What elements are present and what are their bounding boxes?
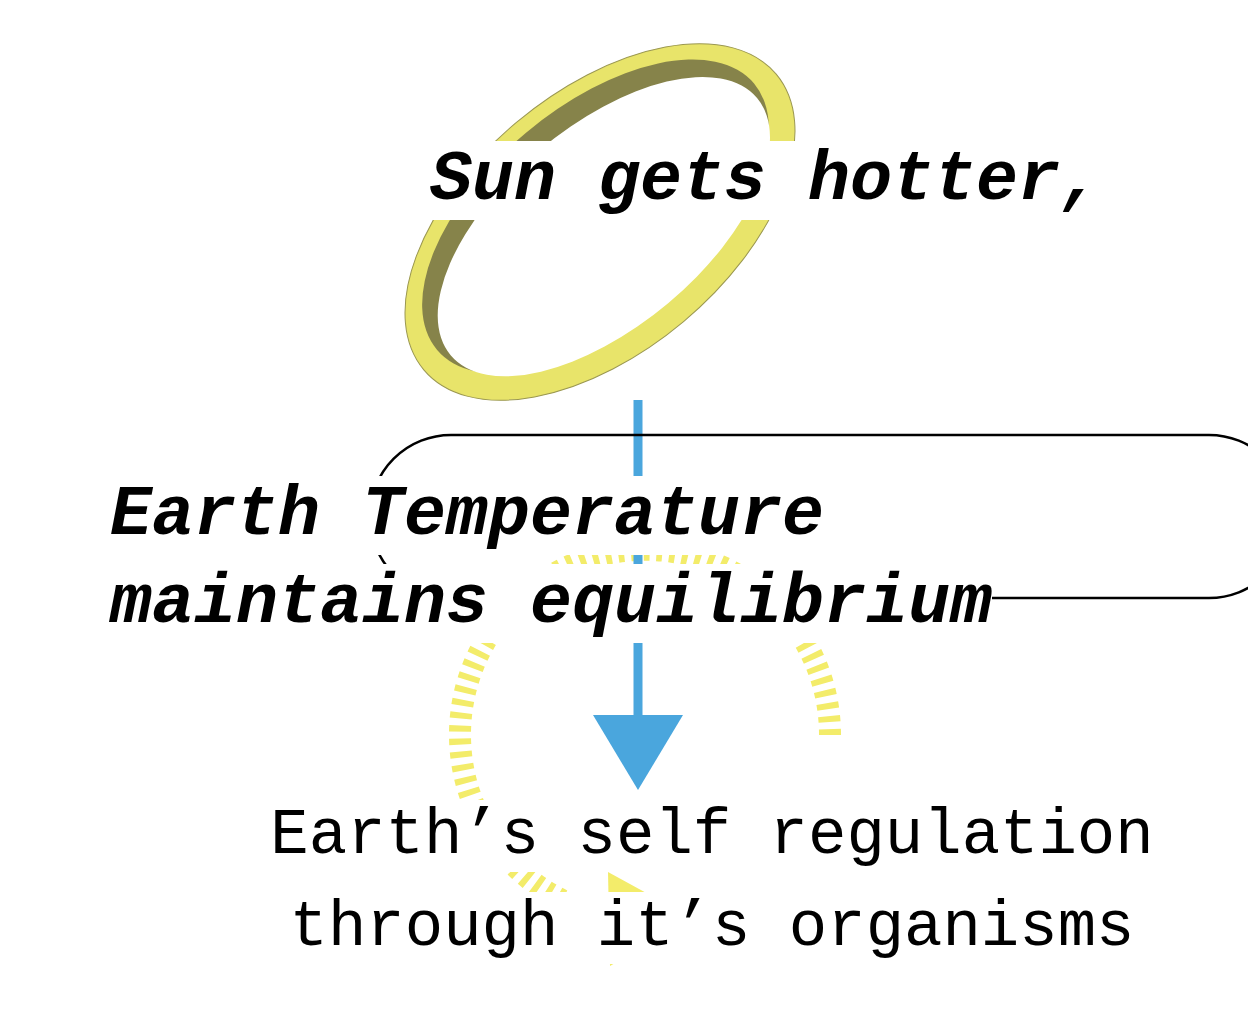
sun-ring-shape [395,40,1115,400]
node-text: Earth’s self regulation through it’s org… [270,800,1153,964]
node-text: Sun gets hotter, [430,141,1102,220]
text-block: Sun gets hotter, [430,137,1102,225]
text-block: Earth Temperature maintains equilibrium [110,472,1040,648]
node-text: Earth Temperature maintains equilibrium [110,476,992,643]
text-block: Earth’s self regulation through it’s org… [262,790,1162,974]
regulation-node: Earth’s self regulation through it’s org… [262,790,1166,978]
sun-ring: Sun gets hotter, [395,40,1115,400]
temperature-band: Earth Temperature maintains equilibrium [105,435,1248,652]
